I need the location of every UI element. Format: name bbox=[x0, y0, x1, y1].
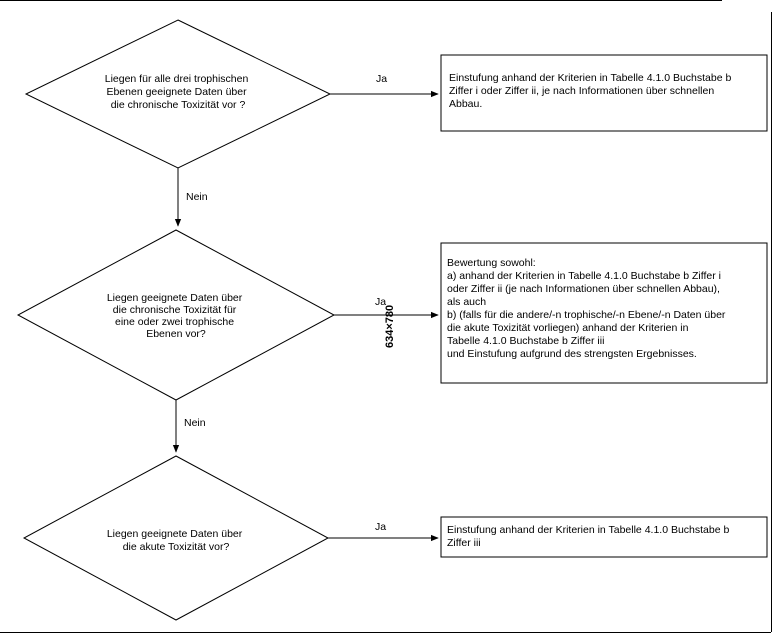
result-3-line-2: Ziffer iii bbox=[447, 537, 481, 549]
result-2-text: Bewertung sowohl: a) anhand der Kriterie… bbox=[447, 257, 728, 360]
result-2-line-4: als auch bbox=[447, 296, 486, 308]
decision-2-yes-label: Ja bbox=[375, 296, 386, 308]
result-1-line-3: Abbau. bbox=[449, 98, 482, 110]
decision-1-line-1: Liegen für alle drei trophischen bbox=[105, 73, 249, 85]
result-2-line-3: oder Ziffer ii (je nach Informationen üb… bbox=[447, 283, 720, 295]
result-2-line-1: Bewertung sowohl: bbox=[447, 257, 536, 269]
decision-1-line-3: die chronische Toxizität vor ? bbox=[111, 99, 246, 111]
result-2-line-8: und Einstufung aufgrund des strengsten E… bbox=[447, 348, 697, 360]
result-1-text: Einstufung anhand der Kriterien in Tabel… bbox=[449, 72, 734, 110]
decision-2-line-4: Ebenen vor? bbox=[146, 328, 206, 340]
decision-1-line-2: Ebenen geeignete Daten über bbox=[106, 86, 247, 98]
result-3-text: Einstufung anhand der Kriterien in Tabel… bbox=[447, 524, 732, 549]
decision-1-text: Liegen für alle drei trophischen Ebenen … bbox=[105, 73, 252, 111]
result-1-line-1: Einstufung anhand der Kriterien in Tabel… bbox=[449, 72, 731, 84]
result-2-line-7: Tabelle 4.1.0 Buchstabe b Ziffer iii bbox=[447, 335, 604, 347]
decision-3-text: Liegen geeignete Daten über die akute To… bbox=[107, 528, 245, 553]
decision-3-line-2: die akute Toxizität vor? bbox=[123, 541, 230, 553]
result-1-line-2: Ziffer i oder Ziffer ii, je nach Informa… bbox=[449, 85, 714, 97]
decision-3-diamond bbox=[22, 455, 330, 621]
decision-2-line-2: die chronische Toxizität für bbox=[113, 304, 237, 316]
result-3-box bbox=[440, 516, 768, 558]
result-1-box bbox=[440, 54, 768, 132]
dimension-stamp: 634×780 bbox=[384, 305, 396, 348]
decision-2-text: Liegen geeignete Daten über die chronisc… bbox=[107, 292, 245, 340]
decision-3-yes-label: Ja bbox=[375, 521, 386, 533]
decision-2-no-label: Nein bbox=[184, 417, 206, 429]
result-2-line-2: a) anhand der Kriterien in Tabelle 4.1.0… bbox=[447, 270, 721, 282]
decision-2-line-1: Liegen geeignete Daten über bbox=[107, 292, 243, 304]
decision-2-line-3: eine oder zwei trophische bbox=[115, 316, 234, 328]
result-3-line-1: Einstufung anhand der Kriterien in Tabel… bbox=[447, 524, 729, 536]
result-2-line-5: b) (falls für die andere/-n trophische/-… bbox=[447, 309, 726, 321]
decision-1-no-label: Nein bbox=[186, 191, 208, 203]
decision-1-yes-label: Ja bbox=[376, 73, 387, 85]
result-2-box bbox=[440, 242, 768, 384]
result-2-line-6: die akute Toxizität vorliegen) anhand de… bbox=[447, 322, 689, 334]
decision-3-line-1: Liegen geeignete Daten über bbox=[107, 528, 243, 540]
